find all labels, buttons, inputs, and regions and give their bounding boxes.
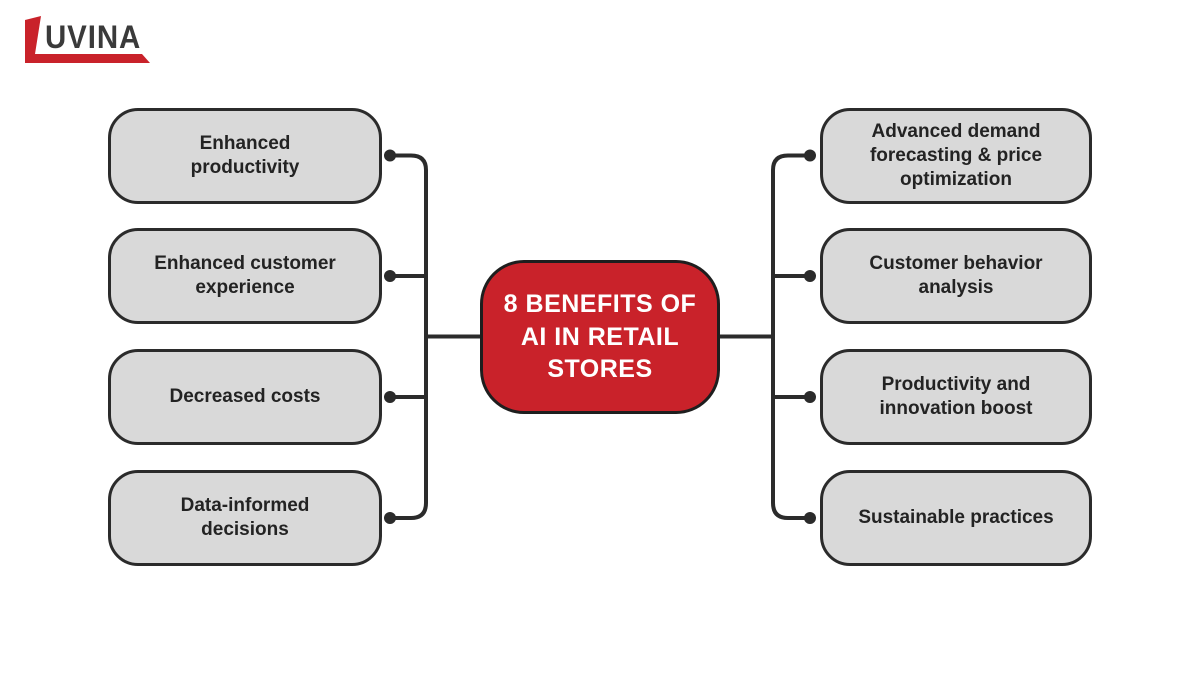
right-dot-3 bbox=[804, 391, 816, 403]
left-trunk-line bbox=[390, 153, 428, 520]
right-trunk-line bbox=[771, 153, 810, 520]
luvina-logo: UVINA bbox=[14, 12, 164, 70]
benefit-node-advanced-demand-forecasting: Advanced demand forecasting & price opti… bbox=[820, 108, 1092, 204]
benefit-node-customer-behavior-analysis: Customer behavior analysis bbox=[820, 228, 1092, 324]
benefit-node-enhanced-productivity: Enhanced productivity bbox=[108, 108, 382, 204]
left-dot-3 bbox=[384, 391, 396, 403]
benefit-node-enhanced-customer-experience: Enhanced customer experience bbox=[108, 228, 382, 324]
center-title-node: 8 BENEFITS OF AI IN RETAIL STORES bbox=[480, 260, 720, 414]
left-dot-2 bbox=[384, 270, 396, 282]
right-dot-2 bbox=[804, 270, 816, 282]
right-dot-4 bbox=[804, 512, 816, 524]
benefit-node-data-informed-decisions: Data-informed decisions bbox=[108, 470, 382, 566]
luvina-logo-text: UVINA bbox=[45, 19, 142, 55]
right-dot-1 bbox=[804, 149, 816, 162]
left-dot-1 bbox=[384, 149, 396, 162]
benefit-node-productivity-innovation-boost: Productivity and innovation boost bbox=[820, 349, 1092, 445]
left-dot-4 bbox=[384, 512, 396, 524]
luvina-logo-l-mark-icon bbox=[25, 16, 150, 63]
benefit-node-sustainable-practices: Sustainable practices bbox=[820, 470, 1092, 566]
benefit-node-decreased-costs: Decreased costs bbox=[108, 349, 382, 445]
